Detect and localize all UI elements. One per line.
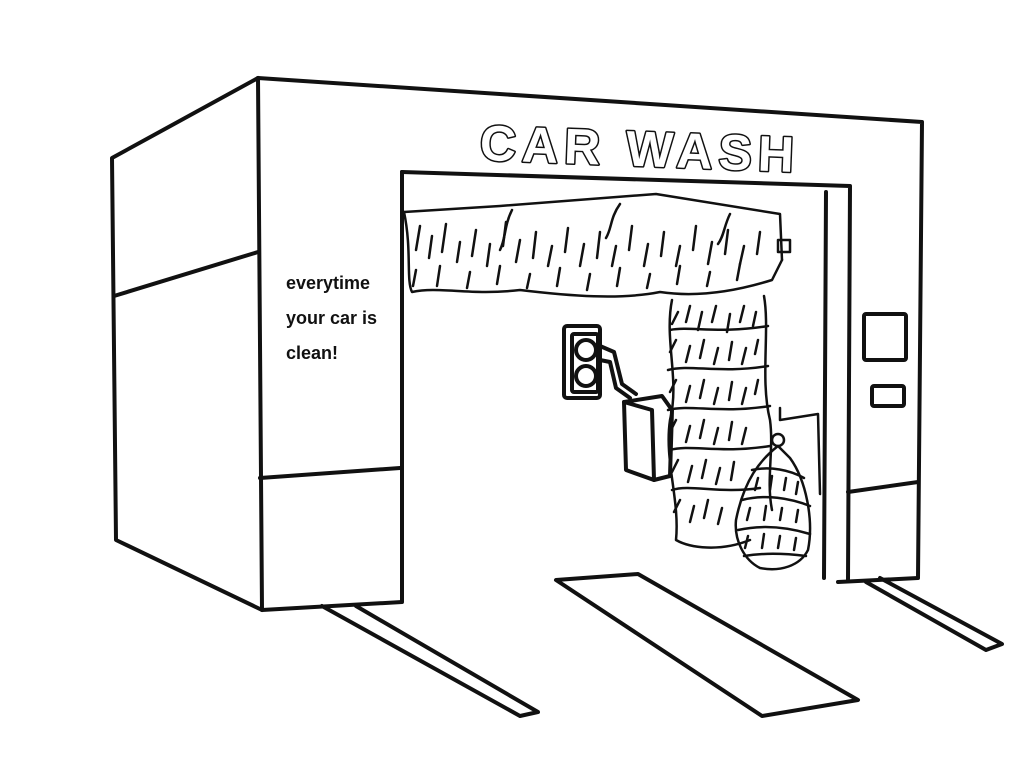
vertical-brush [666,294,774,549]
side-brush [734,406,822,571]
dispenser-box [622,394,674,482]
sign-title: CAR WASH [479,115,801,183]
side-panel-message: everytime your car is clean! [286,266,406,371]
control-panel [862,312,908,408]
front-frame [256,76,924,612]
overhead-brush [402,192,792,298]
side-panel-line-1: everytime [286,273,371,293]
floor-rails [320,572,1004,718]
side-wall [110,76,264,612]
traffic-light [562,324,638,400]
side-panel-line-3: clean! [286,343,339,363]
side-panel-line-2: your car is [286,308,378,328]
